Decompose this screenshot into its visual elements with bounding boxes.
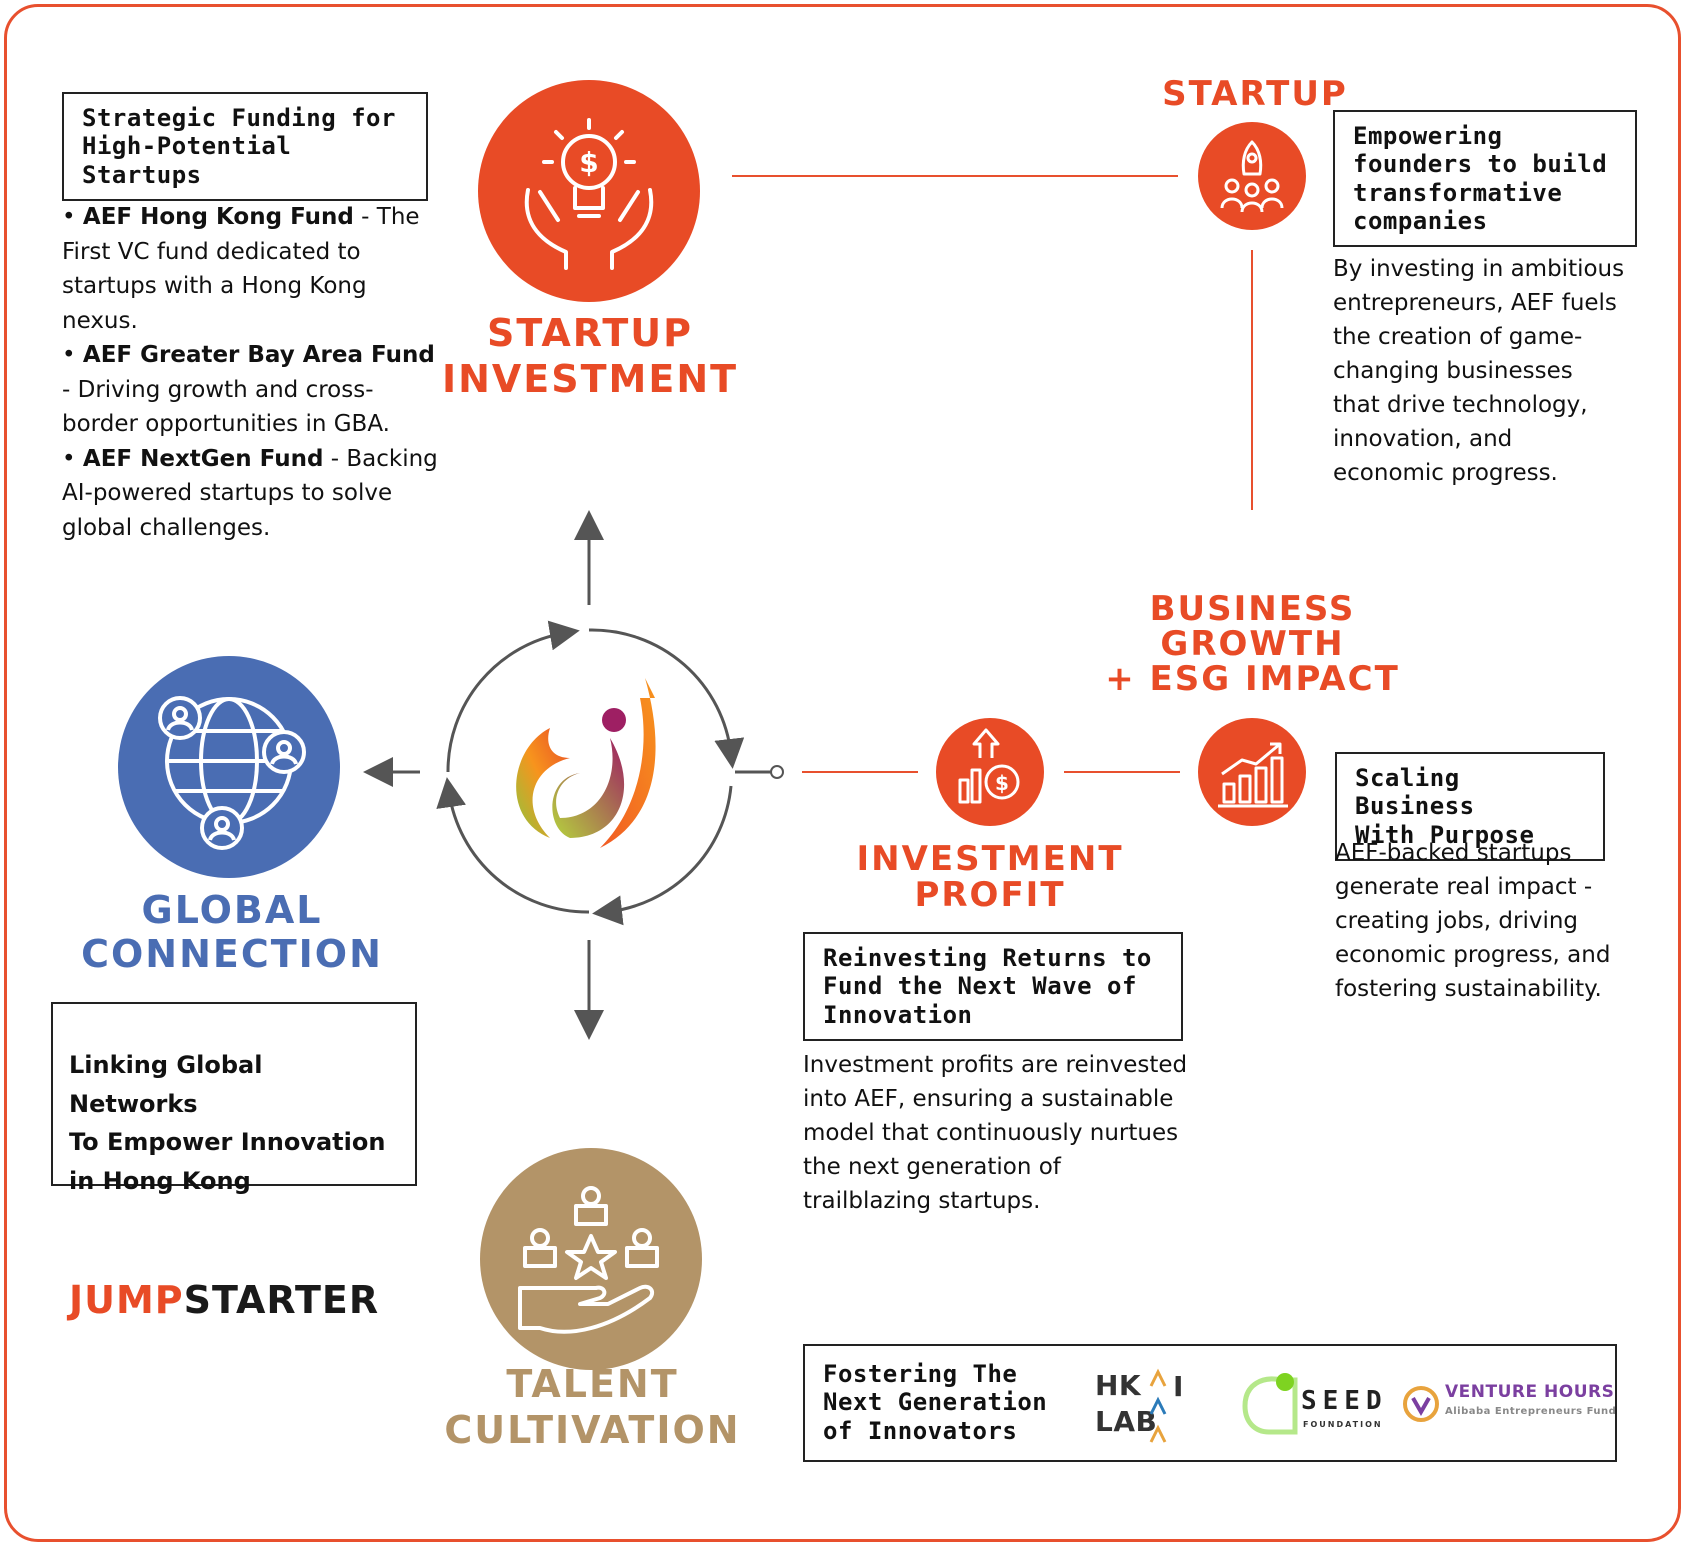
talent-cultivation-box: Fostering The Next Generation of Innovat… [803, 1344, 1617, 1462]
startup-title: STARTUP [1162, 74, 1348, 114]
startup-circle [1198, 122, 1306, 230]
business-growth-circle [1198, 718, 1306, 826]
svg-text:I: I [1173, 1370, 1184, 1403]
bullet-gba-fund: • AEF Greater Bay Area Fund - Driving gr… [62, 342, 435, 437]
page-frame [4, 4, 1681, 1542]
investment-profit-body: Investment profits are reinvested into A… [803, 1052, 1188, 1215]
venture-hours-v-icon [1403, 1386, 1439, 1422]
seed-leaf-icon [1242, 1373, 1298, 1435]
svg-text:$: $ [579, 146, 598, 179]
bullet-nextgen-fund: • AEF NextGen Fund - Backing AI-powered … [62, 445, 438, 541]
hkai-lab-logo: HK LAB I [1095, 1366, 1205, 1446]
center-logo [490, 668, 690, 868]
svg-text:$: $ [995, 771, 1009, 795]
startup-investment-title: STARTUP INVESTMENT [441, 311, 739, 402]
aef-flame-logo-icon [516, 678, 656, 848]
hand-star-people-icon [518, 1186, 659, 1334]
venture-hours-logo-sub: Alibaba Entrepreneurs Fund [1445, 1406, 1617, 1417]
hands-lightbulb-dollar-icon: $ [524, 118, 654, 270]
hkai-a-mark-icon: I [1149, 1368, 1184, 1443]
startup-box: Empowering founders to build transformat… [1333, 110, 1637, 248]
investment-profit-title: INVESTMENT PROFIT [856, 839, 1124, 915]
globe-people-icon [158, 696, 306, 850]
profit-coin-icon: $ [958, 728, 1020, 804]
business-growth-box: Scaling Business With Purpose [1335, 752, 1605, 861]
bullet-hk-fund: • AEF Hong Kong Fund - The First VC fund… [62, 204, 420, 334]
investment-profit-circle: $ [936, 718, 1044, 826]
global-connection-title: GLOBAL CONNECTION [81, 888, 383, 977]
global-connection-box-text: Linking Global Networks To Empower Innov… [69, 1051, 386, 1195]
talent-cultivation-title: TALENT CULTIVATION [444, 1362, 741, 1452]
startup-investment-bullets: • AEF Hong Kong Fund - The First VC fund… [62, 200, 442, 545]
growth-chart-icon [1218, 742, 1288, 808]
business-growth-body: AEF-backed startups generate real impact… [1335, 840, 1611, 1003]
investment-profit-box: Reinvesting Returns to Fund the Next Wav… [803, 932, 1183, 1041]
hkai-lab-logo-line2: LAB [1095, 1405, 1158, 1438]
talent-cultivation-box-text: Fostering The Next Generation of Innovat… [823, 1360, 1048, 1445]
business-growth-title: BUSINESS GROWTH + ESG IMPACT [1105, 589, 1400, 700]
seed-logo-main: SEED [1301, 1386, 1388, 1416]
seed-logo-sub: FOUNDATION [1303, 1420, 1383, 1429]
startup-body: By investing in ambitious entrepreneurs,… [1333, 256, 1625, 487]
cycle-connector-dot [770, 765, 784, 779]
venture-hours-logo-main: VENTURE HOURS [1445, 1382, 1615, 1402]
cycle-ring [436, 620, 745, 926]
global-connection-circle [118, 656, 340, 878]
talent-cultivation-circle [480, 1148, 702, 1370]
jumpstarter-logo-part2: STARTER [183, 1278, 380, 1323]
seed-foundation-logo: SEED FOUNDATION [1235, 1366, 1385, 1446]
startup-investment-box: Strategic Funding for High-Potential Sta… [62, 92, 428, 201]
global-connection-box: Linking Global Networks To Empower Innov… [51, 1002, 417, 1321]
hkai-lab-logo-line1: HK [1095, 1369, 1142, 1402]
venture-hours-logo: VENTURE HOURS Alibaba Entrepreneurs Fund [1401, 1380, 1616, 1430]
jumpstarter-logo-part1: JUMP [69, 1278, 184, 1323]
rocket-team-icon [1220, 140, 1284, 213]
startup-investment-circle: $ [478, 80, 700, 302]
jumpstarter-logo: JUMPSTARTER [69, 1238, 399, 1322]
